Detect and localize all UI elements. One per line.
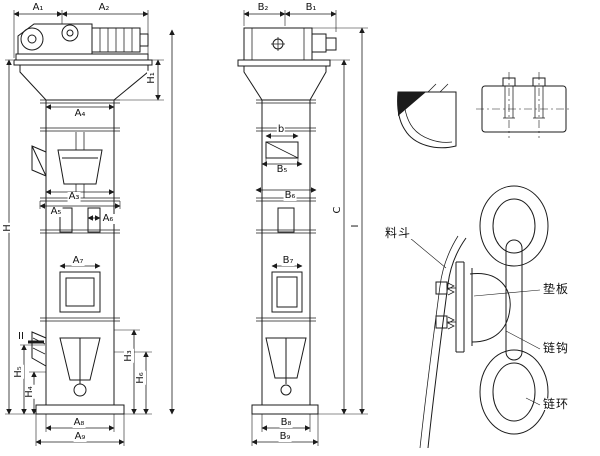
label-chain-hook: 链钩 (541, 341, 571, 355)
detail-plate-lineart (476, 72, 572, 138)
dim-label-b7: B₇ (281, 255, 295, 266)
inspection-door-side (271, 271, 303, 313)
dim-label-b2: B₂ (256, 2, 270, 13)
side-view-lineart (237, 27, 337, 415)
dim-label-h3: H₃ (123, 349, 134, 363)
dim-label-h4: H₄ (24, 385, 35, 399)
dim-label-a6: A₆ (101, 213, 115, 224)
detail-chain-lineart (409, 185, 549, 449)
label-bucket: 料斗 (383, 226, 413, 240)
label-chain-link: 链环 (541, 397, 571, 411)
detail-bucket-lineart (397, 83, 457, 149)
dim-label-a1: A₁ (31, 2, 45, 13)
drive-pulley-icon (20, 27, 44, 51)
side-view-dimensions (243, 10, 368, 446)
dim-label-b: b (276, 124, 286, 135)
dim-label-b1: B₁ (304, 2, 318, 13)
dim-label-b8: B₈ (279, 417, 293, 428)
dim-label-i: I (350, 223, 361, 229)
dim-label-a8: A₈ (72, 417, 86, 428)
dim-label-b5: B₅ (275, 164, 289, 175)
front-view-dimensions (5, 10, 175, 446)
dim-label-b9: B₉ (278, 431, 292, 442)
dim-label-h1: H₁ (146, 71, 157, 85)
dim-label-a2: A₂ (97, 2, 111, 13)
dim-label-h6: H₆ (135, 371, 146, 385)
dim-label-a5: A₅ (49, 206, 63, 217)
dim-label-a7: A₇ (71, 255, 85, 266)
dim-label-a3: A₃ (67, 191, 81, 202)
label-pad-plate: 垫板 (541, 282, 571, 296)
inspection-door-front (59, 271, 101, 313)
dim-label-a9: A₉ (73, 431, 87, 442)
dim-label-h5: H₅ (13, 365, 24, 379)
section-marker-label: II (17, 331, 25, 342)
dim-label-c: C (332, 205, 343, 215)
dim-label-a4: A₄ (73, 108, 87, 119)
dim-label-b6: B₆ (283, 190, 297, 201)
dim-label-h: H (2, 223, 13, 233)
